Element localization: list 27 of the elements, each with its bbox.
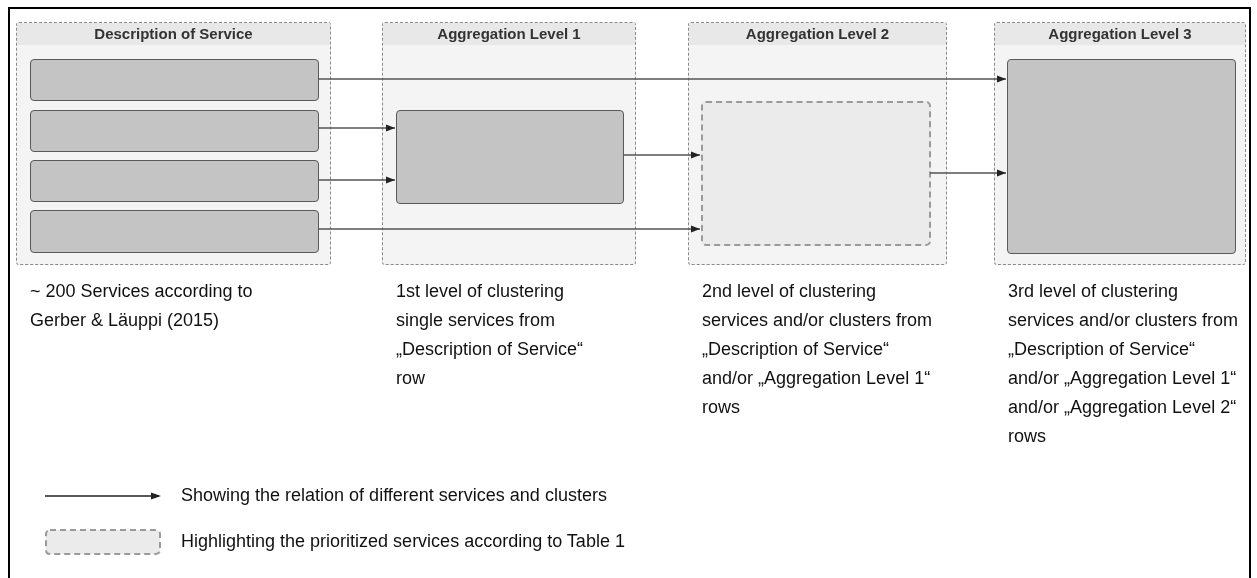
service-box (30, 160, 319, 202)
highlighted-box (701, 101, 931, 246)
service-box (30, 59, 319, 101)
arrow (622, 151, 701, 159)
service-box (1007, 59, 1236, 254)
service-box (396, 110, 624, 204)
column-caption: 2nd level of clustering services and/or clusters from „Description of Service“ and/or „Aggregation Level 1“ rows (702, 280, 934, 419)
legend-text: Showing the relation of different services and clusters (181, 484, 607, 507)
column-heading: Aggregation Level 1 (383, 23, 635, 45)
legend-text: Highlighting the prioritized services according to Table 1 (181, 530, 625, 553)
column-panel (994, 22, 1246, 265)
column-panel (382, 22, 636, 265)
column-panel (688, 22, 947, 265)
column-caption: 1st level of clustering single services from „Description of Service“ row (396, 280, 585, 390)
arrow (317, 225, 701, 233)
arrow (317, 124, 396, 132)
arrow (317, 176, 396, 184)
column-caption: 3rd level of clustering services and/or clusters from „Description of Service“ and/or „Aggregation Level 1“ and/or „Aggregation Level 2“ rows (1008, 280, 1240, 448)
service-box (30, 210, 319, 253)
arrow (317, 75, 1007, 83)
arrow (929, 169, 1007, 177)
column-caption: ~ 200 Services according to Gerber & Läuppi (2015) (30, 280, 254, 332)
column-heading: Aggregation Level 3 (995, 23, 1245, 45)
column-panel (16, 22, 331, 265)
column-heading: Description of Service (17, 23, 330, 45)
column-heading: Aggregation Level 2 (689, 23, 946, 45)
service-box (30, 110, 319, 152)
